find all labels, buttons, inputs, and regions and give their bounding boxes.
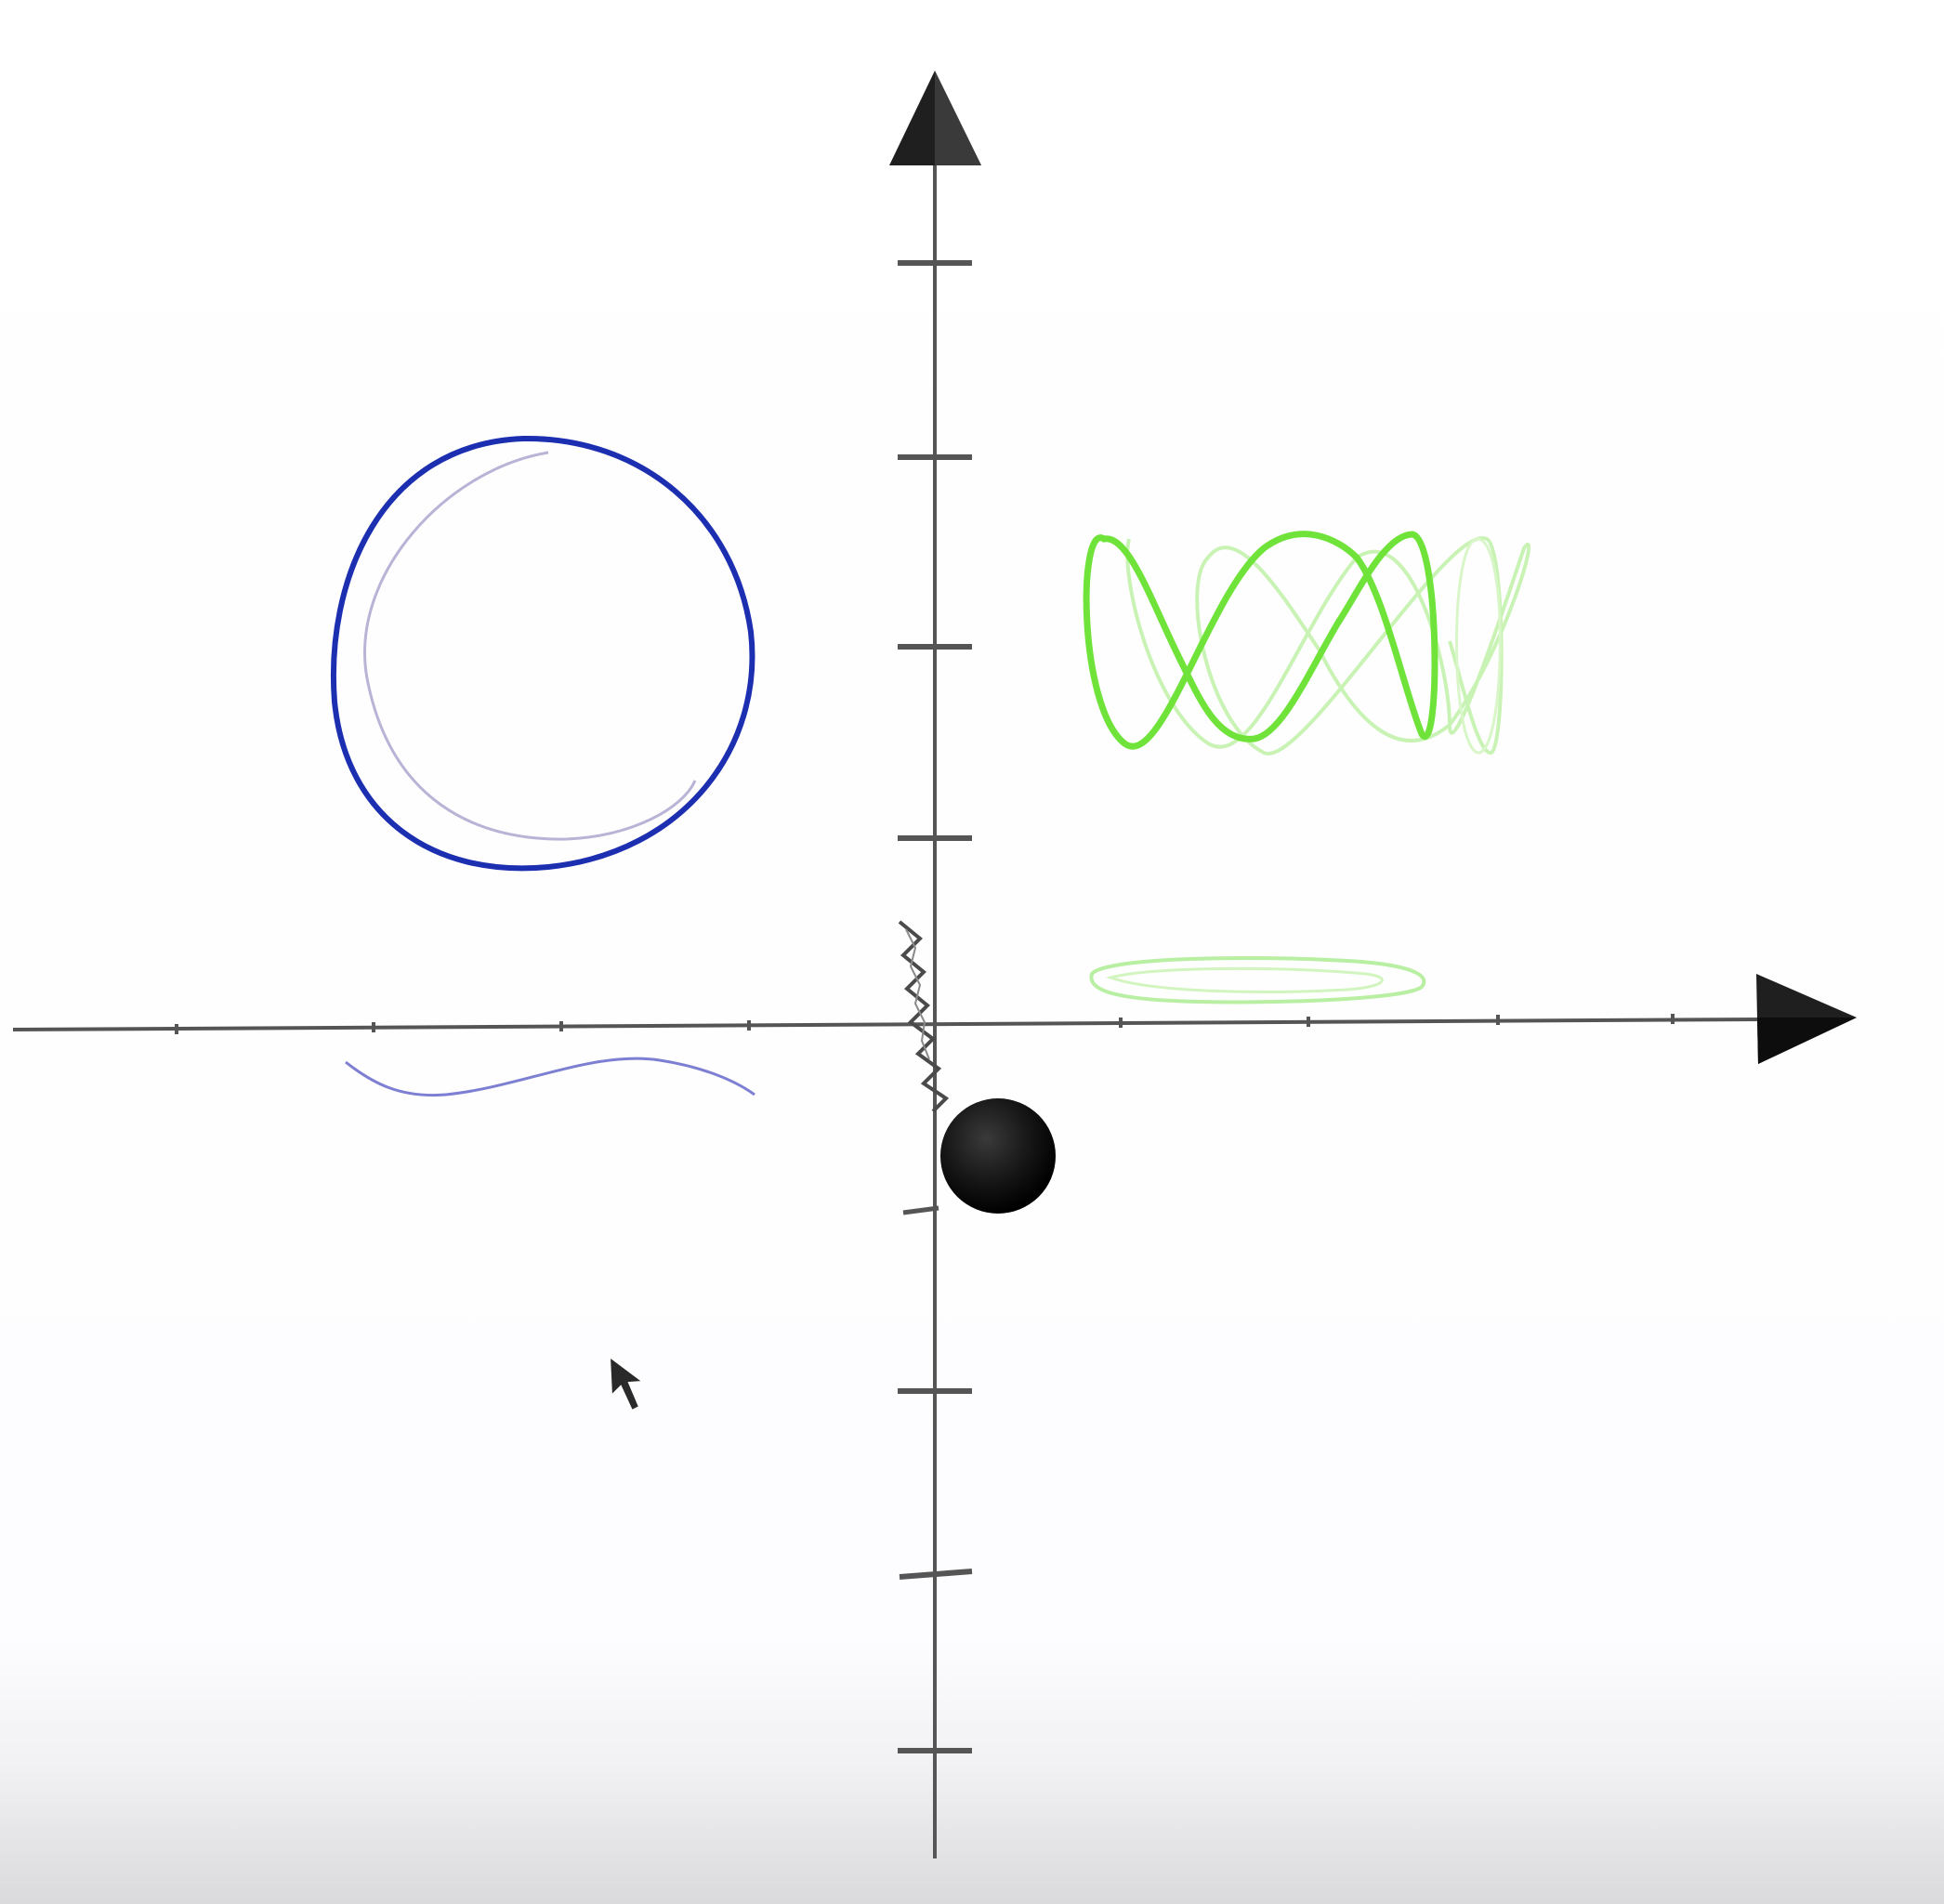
circle-trace-ghost	[363, 451, 697, 841]
circle-trace	[331, 435, 755, 872]
lissajous-projection	[1089, 955, 1426, 1005]
lissajous-projection-inner	[1105, 966, 1384, 993]
y-tick	[899, 1569, 973, 1580]
arrowhead-right-icon	[1756, 974, 1857, 1064]
lissajous-trace-ghost	[1125, 536, 1531, 755]
mass-dash	[902, 1205, 939, 1215]
x-axis-ticks	[175, 1014, 1675, 1034]
lissajous-trace-ghost-loop	[1455, 537, 1502, 755]
spring-trail-shadow	[905, 928, 930, 1060]
arrowhead-up-icon	[889, 71, 981, 165]
circle-projection-wave	[345, 1057, 755, 1097]
lissajous-trace	[1083, 531, 1438, 750]
x-axis	[12, 1018, 1762, 1031]
spring-trail	[898, 920, 950, 1113]
y-axis-ticks	[898, 260, 973, 1753]
point-mass[interactable]	[940, 1098, 1056, 1214]
mouse-pointer-icon	[608, 1354, 646, 1412]
